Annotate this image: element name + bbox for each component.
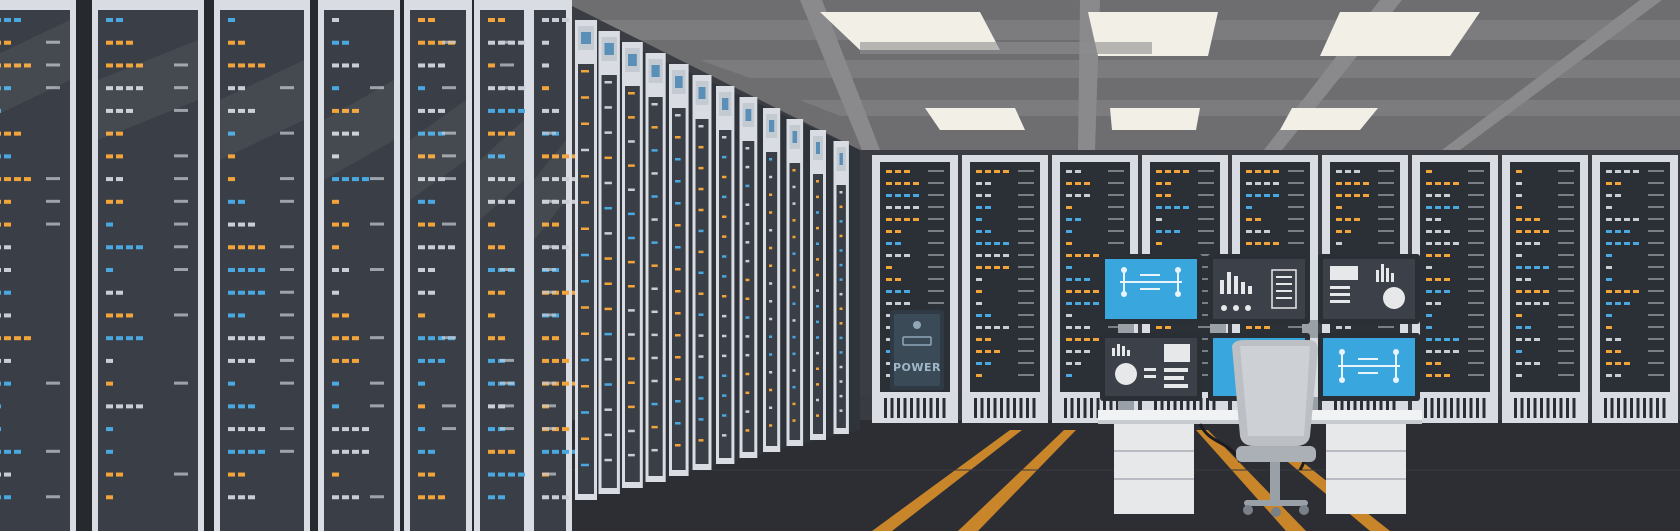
- server-rack: [739, 97, 758, 458]
- monitor-analytics: [1100, 333, 1202, 401]
- server-rack: [810, 130, 826, 440]
- left-server-rack-row: [0, 0, 579, 531]
- desk-drawer-right: [1326, 424, 1406, 514]
- server-rack: [474, 0, 530, 531]
- office-chair: [1232, 340, 1318, 517]
- server-rack: [1412, 155, 1498, 423]
- server-rack: [763, 108, 781, 452]
- ceiling-light: [820, 12, 1000, 50]
- ceiling-light: [1320, 12, 1480, 56]
- control-desk: [1098, 254, 1422, 517]
- middle-server-rack-row: [575, 20, 860, 500]
- monitor-network-diagram-2: [1318, 333, 1420, 401]
- server-rack: [528, 0, 579, 531]
- ceiling-light: [925, 108, 1025, 130]
- floor-stripe: [958, 430, 1076, 531]
- server-rack: [1592, 155, 1678, 423]
- server-rack: [575, 20, 597, 500]
- server-rack: [214, 0, 310, 531]
- desk-drawer-left: [1114, 424, 1194, 514]
- ceiling: [560, 0, 1680, 150]
- ceiling-light: [1110, 108, 1200, 130]
- server-rack: [622, 42, 643, 488]
- server-rack: [92, 0, 204, 531]
- ceiling-light: [1280, 108, 1378, 130]
- server-rack: [962, 155, 1048, 423]
- monitor-network-diagram: [1100, 254, 1202, 324]
- power-unit: POWER: [890, 310, 944, 390]
- power-label: POWER: [893, 361, 941, 374]
- server-rack: [716, 86, 735, 464]
- server-rack: [669, 64, 689, 476]
- floor-stripe: [872, 430, 1022, 531]
- server-rack: [404, 0, 472, 531]
- monitor-dashboard: [1318, 254, 1420, 324]
- server-rack: [786, 119, 804, 446]
- server-rack: [598, 31, 620, 494]
- power-indicator-icon: [913, 321, 921, 329]
- server-rack: [318, 0, 400, 531]
- monitor-bar-chart: [1208, 254, 1310, 324]
- server-rack: [645, 53, 666, 482]
- server-rack: [692, 75, 712, 470]
- server-rack: [1502, 155, 1588, 423]
- server-rack: [0, 0, 76, 531]
- server-rack: [833, 141, 849, 434]
